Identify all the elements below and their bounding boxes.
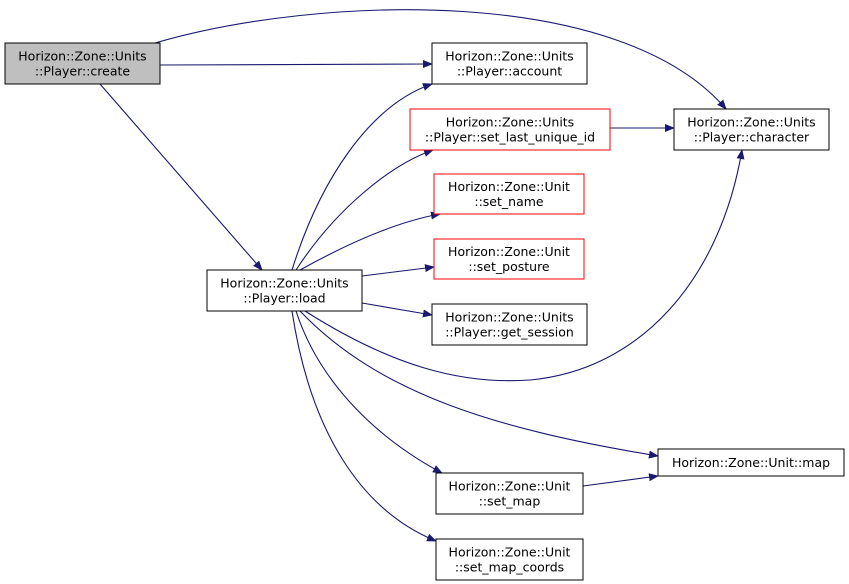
node-label-line: Horizon::Zone::Unit (448, 179, 570, 194)
edge-load-to-set_map (295, 310, 443, 474)
node-label-line: Horizon::Zone::Units (687, 115, 815, 130)
node-box (433, 238, 585, 280)
node-label-line: ::Player::account (457, 64, 562, 79)
edge-create-to-account (159, 60, 433, 69)
edge-load-to-account (291, 83, 433, 271)
node-label-line: ::Player::create (35, 64, 131, 79)
node-label-line: Horizon::Zone::Units (446, 115, 574, 130)
node-set-map-coords[interactable]: Horizon::Zone::Unit::set_map_coords (435, 538, 584, 581)
edge-load-to-character (304, 149, 745, 382)
node-account[interactable]: Horizon::Zone::Units::Player::account (431, 42, 588, 85)
node-load[interactable]: Horizon::Zone::Units::Player::load (206, 269, 363, 312)
edge-load-to-set_name (299, 211, 441, 271)
edge-load-to-set_map_coords (291, 310, 437, 542)
node-get-session[interactable]: Horizon::Zone::Units::Player::get_sessio… (431, 303, 588, 346)
node-label-line: ::Player::load (243, 291, 325, 306)
node-box (409, 108, 611, 151)
node-create[interactable]: Horizon::Zone::Units::Player::create (4, 42, 161, 85)
edge-load-to-get_session (361, 302, 433, 318)
node-set-name[interactable]: Horizon::Zone::Unit::set_name (433, 173, 585, 215)
edge-create-to-character (154, 9, 727, 110)
node-box (673, 108, 830, 151)
node-character[interactable]: Horizon::Zone::Units::Player::character (673, 108, 830, 151)
edge-load-to-map (299, 310, 659, 459)
node-box (431, 303, 588, 346)
node-label-line: Horizon::Zone::Units (445, 310, 573, 325)
node-map[interactable]: Horizon::Zone::Unit::map (657, 448, 845, 477)
node-label-line: ::Player::set_last_unique_id (425, 130, 595, 145)
node-set-last-unique-id[interactable]: Horizon::Zone::Units::Player::set_last_u… (409, 108, 611, 151)
edge-load-to-set_last_unique_id (295, 149, 434, 271)
node-label-line: Horizon::Zone::Units (445, 49, 573, 64)
node-box (435, 538, 584, 581)
node-box (433, 173, 585, 215)
node-label-line: ::set_map_coords (455, 560, 564, 575)
node-label-line: ::Player::get_session (445, 325, 574, 340)
nodes-layer: Horizon::Zone::Units::Player::createHori… (4, 42, 845, 581)
node-box (431, 42, 588, 85)
node-box (435, 472, 584, 515)
node-label-line: ::set_posture (468, 259, 550, 274)
node-label-line: Horizon::Zone::Unit (449, 479, 571, 494)
node-label-line: Horizon::Zone::Units (18, 49, 146, 64)
node-box (206, 269, 363, 312)
node-label-line: Horizon::Zone::Units (220, 276, 348, 291)
node-box (657, 448, 845, 477)
edge-create-to-load (99, 83, 263, 271)
node-label-line: Horizon::Zone::Unit (449, 545, 571, 560)
node-set-map[interactable]: Horizon::Zone::Unit::set_map (435, 472, 584, 515)
node-label-line: ::set_name (474, 194, 544, 209)
node-label-line: Horizon::Zone::Unit::map (672, 455, 830, 470)
node-box (4, 42, 161, 85)
edge-set_map-to-map (582, 473, 659, 487)
edges-layer (99, 9, 745, 542)
node-set-posture[interactable]: Horizon::Zone::Unit::set_posture (433, 238, 585, 280)
node-label-line: Horizon::Zone::Unit (448, 244, 570, 259)
node-label-line: ::set_map (479, 494, 541, 509)
edge-load-to-set_posture (361, 264, 435, 277)
node-label-line: ::Player::character (694, 130, 810, 145)
